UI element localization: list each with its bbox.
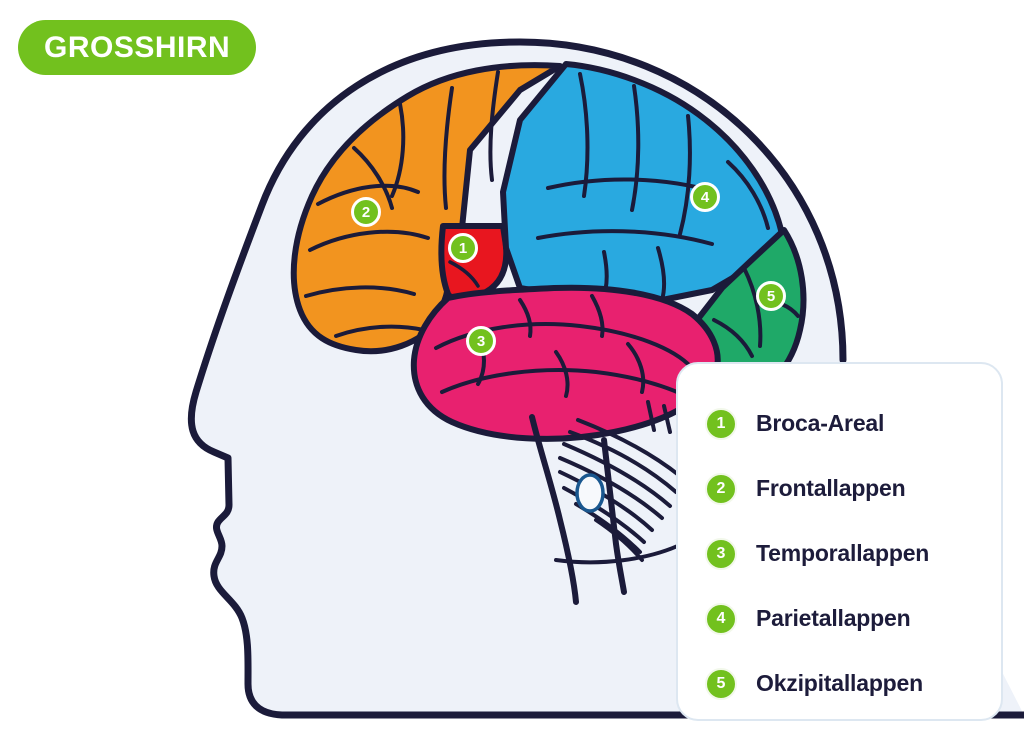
brainstem bbox=[529, 414, 579, 605]
page-title-badge: GROSSHIRN bbox=[18, 20, 257, 75]
brain-marker-5[interactable]: 5 bbox=[756, 281, 786, 311]
temporal-lobe bbox=[410, 284, 721, 442]
legend-item-temporal-lobe[interactable]: 3 Temporallappen bbox=[678, 521, 1001, 586]
legend-label-2: Frontallappen bbox=[756, 475, 906, 501]
legend-panel: 1 Broca-Areal 2 Frontallappen 3 Temporal… bbox=[676, 362, 1003, 721]
brainstem-back bbox=[601, 437, 627, 595]
legend-item-broca-area[interactable]: 1 Broca-Areal bbox=[678, 391, 1001, 456]
legend-label-5: Okzipitallappen bbox=[756, 670, 923, 696]
brain-marker-2[interactable]: 2 bbox=[351, 197, 381, 227]
legend-label-4: Parietallappen bbox=[756, 605, 911, 631]
brain-marker-1[interactable]: 1 bbox=[448, 233, 478, 263]
pituitary-gland bbox=[575, 473, 605, 513]
broca-sulcus bbox=[448, 260, 480, 288]
legend-bullet-5: 5 bbox=[705, 667, 737, 700]
legend-label-1: Broca-Areal bbox=[756, 410, 885, 436]
legend-bullet-1: 1 bbox=[705, 407, 737, 440]
legend-item-occipital-lobe[interactable]: 5 Okzipitallappen bbox=[678, 651, 1001, 716]
brain-group bbox=[290, 61, 807, 605]
legend-item-frontal-lobe[interactable]: 2 Frontallappen bbox=[678, 456, 1001, 521]
parietal-gyri bbox=[536, 72, 770, 302]
legend-bullet-2: 2 bbox=[705, 472, 737, 505]
frontal-lobe bbox=[290, 62, 563, 355]
legend-item-parietal-lobe[interactable]: 4 Parietallappen bbox=[678, 586, 1001, 651]
parietal-lobe bbox=[500, 61, 785, 305]
legend-bullet-3: 3 bbox=[705, 537, 737, 570]
legend-bullet-4: 4 bbox=[705, 602, 737, 635]
legend-label-3: Temporallappen bbox=[756, 540, 930, 566]
page-title: GROSSHIRN bbox=[44, 30, 231, 64]
brain-marker-3[interactable]: 3 bbox=[466, 326, 496, 356]
frontal-gyri bbox=[304, 70, 500, 338]
brain-marker-4[interactable]: 4 bbox=[690, 182, 720, 212]
